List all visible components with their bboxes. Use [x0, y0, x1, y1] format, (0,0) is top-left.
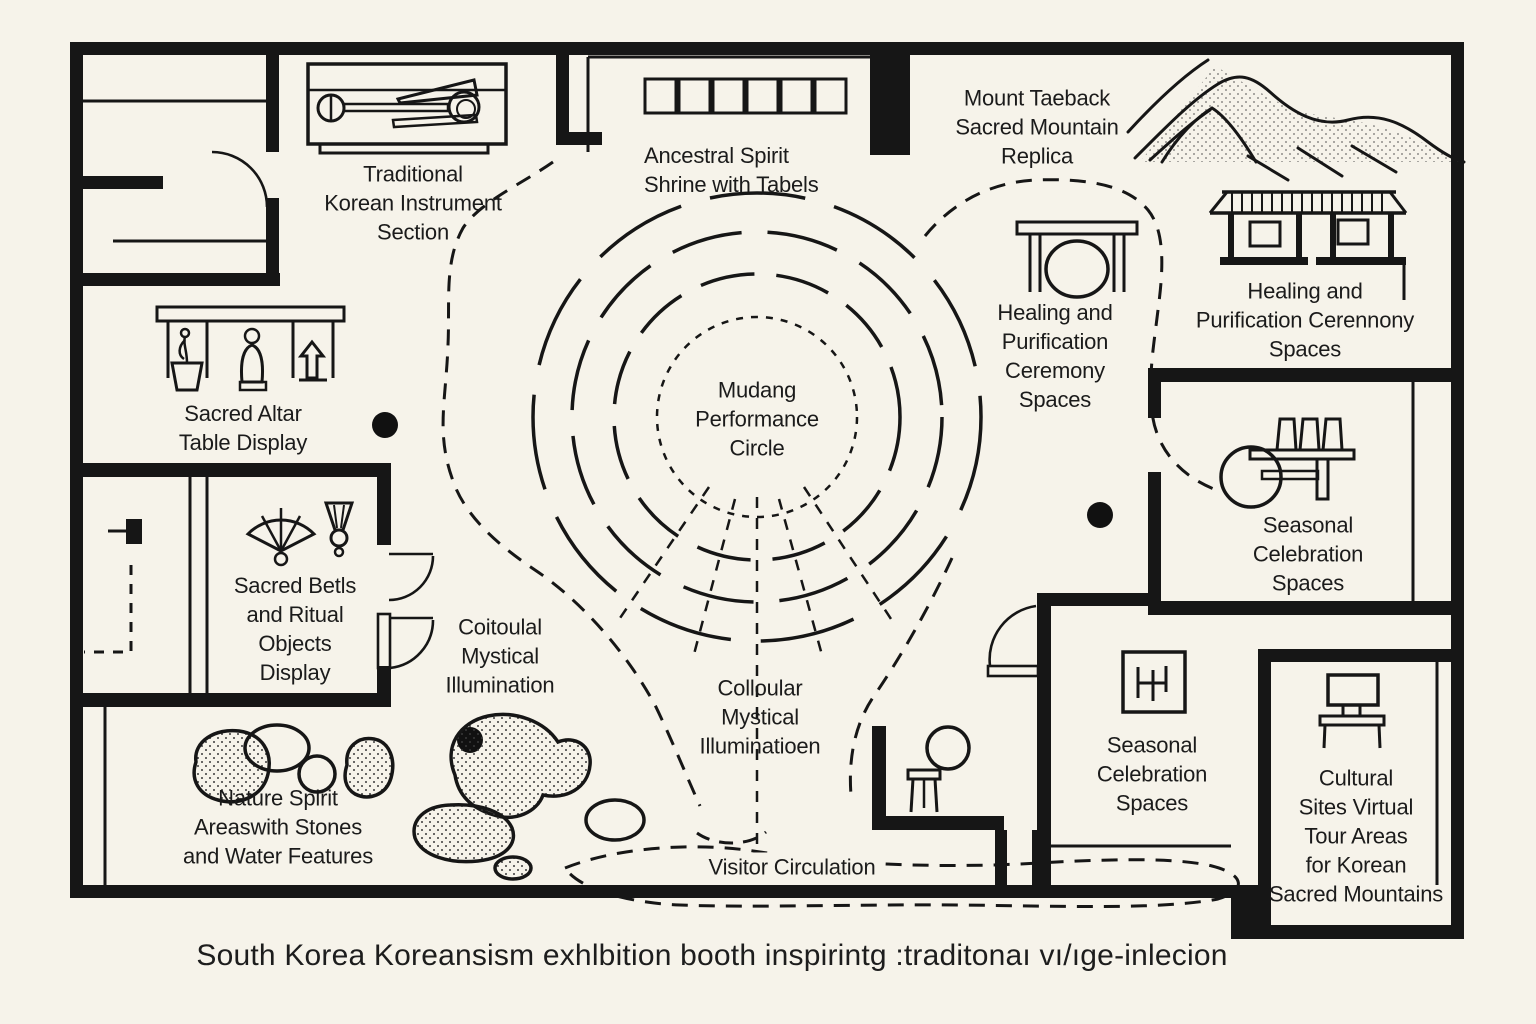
bench-icon — [1219, 417, 1356, 509]
performance-circle-rings — [531, 191, 983, 878]
spirit-tablet-row — [643, 77, 848, 115]
circulation-paths — [441, 160, 1240, 909]
altar-table-icon — [155, 305, 346, 392]
purification-gate-icon — [1015, 220, 1139, 299]
stone-shapes — [192, 712, 646, 881]
label-mount-taeback: Mount Taeback Sacred Mountain Replica — [955, 85, 1119, 169]
door-swings — [211, 150, 1040, 678]
walls — [70, 42, 1464, 939]
hanok-house-icon — [1208, 190, 1408, 300]
label-nature-spirit: Nature Spirit Areaswith Stones and Water… — [182, 785, 374, 869]
stool-icon — [906, 725, 971, 813]
label-ancestral-shrine: Ancestral Spirit Shrine with Tabels — [644, 142, 819, 197]
label-illumination-center: Colloular Mystical Illuminatioen — [699, 675, 821, 759]
flag-marker-icon — [84, 519, 142, 654]
label-sacred-altar: Sacred Altar Table Display — [178, 400, 308, 455]
label-instrument-section: Traditional Korean Instrument Section — [324, 161, 502, 245]
monitor-icon — [1318, 673, 1386, 749]
label-visitor-circulation: Visitor Circulation — [700, 852, 884, 882]
label-illumination-left: Coitoulal Mystical Illumination — [445, 614, 555, 698]
label-healing-ceremony-center: Healing and Purification Ceremony Spaces — [997, 299, 1113, 413]
label-cultural-sites: Cultural Sites Virtual Tour Areas for Ko… — [1268, 765, 1444, 907]
ritual-bell-icon — [323, 501, 355, 558]
label-seasonal-right: Seasonal Celebration Spaces — [1252, 512, 1364, 596]
partition-lines — [83, 55, 1439, 885]
mountain-contours-drawing — [1126, 58, 1466, 182]
lattice-window-icon — [1121, 650, 1187, 714]
label-mudang-circle: Mudang Performance Circle — [695, 377, 819, 461]
ritual-fan-icon — [245, 508, 317, 567]
instrument-case-icon — [306, 62, 508, 155]
label-healing-ceremony-right: Healing and Purification Cerennony Space… — [1195, 278, 1415, 362]
label-sacred-bells: Sacred Betls and Ritual Objects Display — [233, 572, 357, 686]
caption: South Korea Koreansism exhlbition booth … — [196, 939, 1228, 972]
label-seasonal-bottom: Seasonal Celebration Spaces — [1096, 732, 1208, 816]
